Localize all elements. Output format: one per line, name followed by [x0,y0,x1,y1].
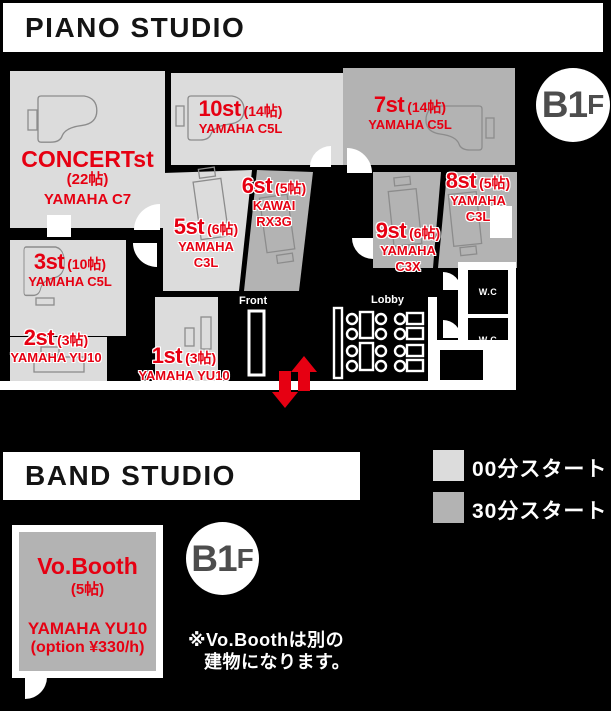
b1f-piano-b1: B1 [541,84,588,125]
legend-swatch-30 [433,492,464,523]
concertst-piano: YAMAHA C7 [43,190,132,208]
front-desk [247,309,266,377]
label-9st: 9st(6帖) YAMAHA C3X [366,218,450,275]
10st-piano: YAMAHA C5L [198,121,283,137]
label-6st: 6st(5帖) KAWAI RX3G [230,173,318,230]
piano-studio-header: PIANO STUDIO [3,3,603,52]
concertst-size: (22帖) [66,171,109,189]
vo-booth-room: Vo.Booth (5帖) YAMAHA YU10 (option ¥330/h… [19,532,156,671]
5st-piano-2: C3L [193,255,219,271]
9st-size: (6帖) [409,225,441,241]
plan-bottom-wall [0,381,516,390]
9st-name: 9st [375,218,407,243]
3st-piano: YAMAHA C5L [28,274,112,290]
b1f-piano-f: F [587,89,605,120]
band-studio-title: BAND STUDIO [25,460,236,491]
front-label: Front [239,295,268,307]
label-10st: 10st(14帖) YAMAHA C5L [178,96,303,137]
6st-piano-1: KAWAI [252,198,296,214]
8st-piano-2: C3L [465,209,491,225]
label-8st: 8st(5帖) YAMAHA C3L [434,168,522,225]
legend-label-00: 00分スタート [472,458,608,481]
vo-booth-size: (5帖) [70,581,105,599]
niche-8st [490,206,512,238]
lobby-table-2 [358,341,375,372]
5st-name: 5st [173,214,205,239]
9st-piano-2: C3X [395,259,421,275]
6st-name: 6st [241,173,273,198]
8st-name: 8st [445,168,477,193]
8st-piano-1: YAMAHA [450,193,506,209]
piano-studio-title: PIANO STUDIO [25,11,246,43]
vo-booth-note-line2: 建物になります。 [204,652,351,672]
door-gap-concert [47,215,71,237]
lobby-label: Lobby [371,294,404,306]
5st-piano-1: YAMAHA [178,239,234,255]
5st-size: (6帖) [207,221,239,237]
vo-booth-note-line1: ※Vo.Boothは別の [188,630,345,650]
label-2st: 2st(3帖) YAMAHA YU10 [0,325,112,366]
vo-booth-name: Vo.Booth [37,553,138,579]
8st-size: (5帖) [479,175,511,191]
10st-size: (14帖) [243,103,283,119]
legend-swatch-00 [433,450,464,481]
6st-size: (5帖) [275,180,307,196]
6st-piano-2: RX3G [256,214,292,230]
vo-booth-option: (option ¥330/h) [30,638,145,656]
wc-label-1: W.C [478,287,498,297]
label-7st: 7st(14帖) YAMAHA C5L [355,92,465,133]
label-concertst: CONCERTst (22帖) YAMAHA C7 [10,146,165,209]
7st-size: (14帖) [407,99,447,115]
door-arc-vo-booth [25,677,47,699]
2st-size: (3帖) [57,332,89,348]
lobby-table-1 [358,310,375,340]
door-arc-10st [310,146,331,167]
9st-piano-1: YAMAHA [380,243,436,259]
1st-piano: YAMAHA YU10 [138,368,230,384]
1st-name: 1st [151,343,183,368]
1st-size: (3帖) [185,350,217,366]
vo-booth-piano: YAMAHA YU10 [27,619,148,639]
lobby-furniture [332,306,425,380]
3st-name: 3st [33,249,65,274]
10st-name: 10st [198,96,242,121]
7st-name: 7st [373,92,405,117]
lobby-sofa [332,306,344,380]
door-arc-3st [133,243,157,267]
2st-name: 2st [23,325,55,350]
stair-well [440,350,483,380]
legend-label-30: 30分スタート [472,500,608,523]
3st-size: (10帖) [67,256,107,272]
label-5st: 5st(6帖) YAMAHA C3L [165,214,247,271]
2st-piano: YAMAHA YU10 [10,350,102,366]
b1f-band-b1: B1 [191,537,237,579]
wc-room-1: W.C [468,270,508,314]
7st-piano: YAMAHA C5L [368,117,452,133]
label-3st: 3st(10帖) YAMAHA C5L [14,249,126,290]
label-1st: 1st(3帖) YAMAHA YU10 [128,343,240,384]
b1f-band-f: F [236,542,254,574]
band-studio-header: BAND STUDIO [3,452,360,500]
concertst-name: CONCERTst [21,146,154,172]
